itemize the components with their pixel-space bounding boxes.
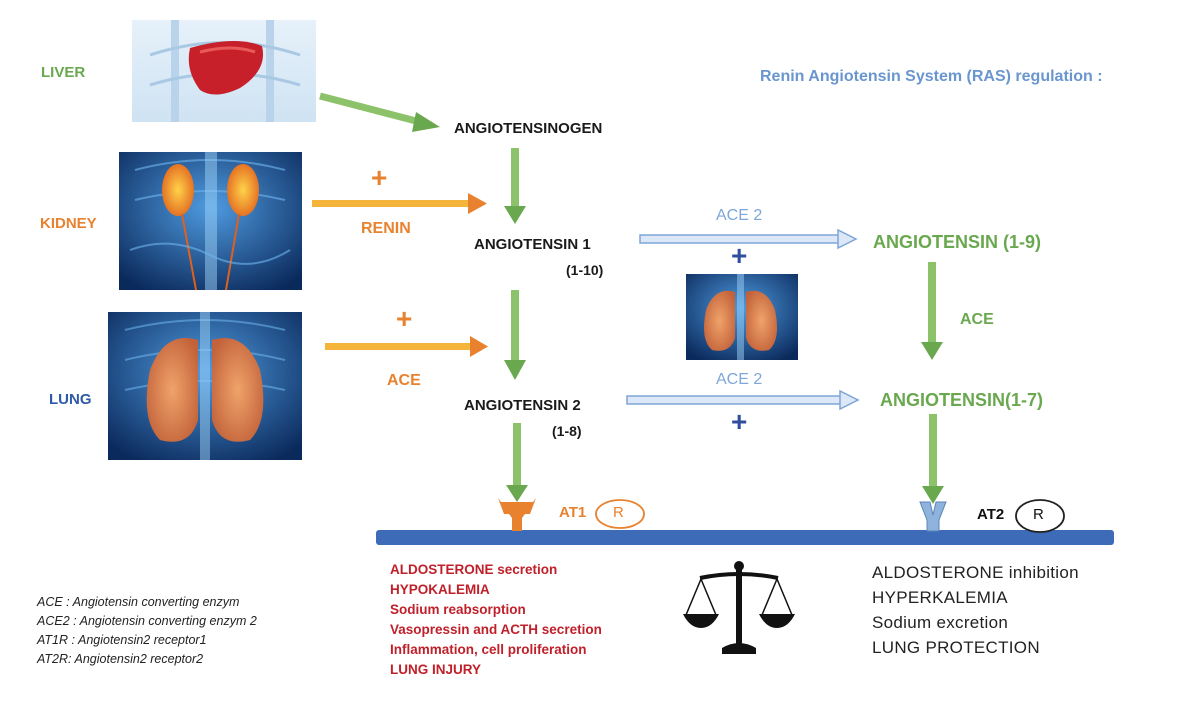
at1-effect-item: Inflammation, cell proliferation (390, 642, 587, 657)
at1-effect-item: LUNG INJURY (390, 662, 482, 677)
ace2-bottom-label: ACE 2 (716, 371, 763, 388)
arrow-ang1-to-ang2 (504, 290, 526, 380)
renin-plus: + (371, 162, 388, 193)
at1-effect-item: ALDOSTERONE secretion (390, 562, 558, 577)
renin-label: RENIN (361, 220, 411, 237)
at1-effect-item: Sodium reabsorption (390, 602, 526, 617)
liver-label: LIVER (41, 64, 86, 81)
lung-label: LUNG (49, 391, 92, 408)
angiotensinogen-label: ANGIOTENSINOGEN (454, 120, 603, 137)
at2-effect-item: Sodium excretion (872, 613, 1009, 632)
at1-effects-list: ALDOSTERONE secretion HYPOKALEMIA Sodium… (390, 560, 602, 680)
at2-receptor-icon (919, 501, 947, 532)
arrow-ace2-bottom (626, 389, 860, 411)
arrow-liver-to-angiotensinogen (319, 92, 440, 132)
legend-item: ACE : Angiotensin converting enzym (37, 595, 240, 609)
angiotensin1-label: ANGIOTENSIN 1 (474, 236, 591, 253)
angiotensin-1-9-label: ANGIOTENSIN (1-9) (873, 232, 1042, 252)
liver-image (132, 20, 316, 122)
ace2-bottom-plus: + (731, 406, 748, 437)
angiotensin2-sub: (1-8) (552, 423, 582, 439)
at1-label: AT1 (559, 504, 587, 521)
at2-effects-list: ALDOSTERONE inhibition HYPERKALEMIA Sodi… (872, 560, 1079, 660)
at1-effect-item: HYPOKALEMIA (390, 582, 490, 597)
at2-label: AT2 (977, 506, 1005, 523)
at2-effect-item: ALDOSTERONE inhibition (872, 563, 1079, 582)
at2-r-label: R (1033, 506, 1044, 523)
legend-item: AT1R : Angiotensin2 receptor1 (37, 633, 207, 647)
arrow-renin (312, 193, 487, 214)
at1-receptor-icon (498, 498, 536, 531)
ace2-top-label: ACE 2 (716, 207, 763, 224)
angiotensin-1-7-label: ANGIOTENSIN(1-7) (880, 390, 1044, 410)
at2-effect-item: HYPERKALEMIA (872, 588, 1008, 607)
lung-small-image (686, 274, 798, 360)
ace-left-label: ACE (387, 372, 421, 389)
ace-right-label: ACE (960, 311, 994, 328)
arrow-ace2-top (639, 228, 858, 250)
at1-r-oval (595, 499, 645, 529)
arrow-ang17-to-at2 (922, 414, 944, 504)
angiotensin1-sub: (1-10) (566, 262, 604, 278)
arrow-ang19-to-ang17 (921, 262, 943, 360)
ace-left-plus: + (396, 303, 413, 334)
legend-item: ACE2 : Angiotensin converting enzym 2 (37, 614, 257, 628)
arrow-angiotensinogen-to-ang1 (504, 148, 526, 224)
balance-scale-icon (683, 561, 795, 654)
cell-membrane (376, 530, 1114, 545)
kidney-image (119, 152, 302, 291)
kidney-label: KIDNEY (40, 215, 97, 232)
at1-r-label: R (613, 504, 624, 521)
at1-effect-item: Vasopressin and ACTH secretion (390, 622, 602, 637)
arrow-ace-left (325, 336, 488, 357)
lung-image (108, 312, 302, 460)
at2-effect-item: LUNG PROTECTION (872, 638, 1040, 657)
legend-item: AT2R: Angiotensin2 receptor2 (37, 652, 204, 666)
ace2-top-plus: + (731, 240, 748, 271)
arrow-ang2-to-at1 (506, 423, 528, 502)
angiotensin2-label: ANGIOTENSIN 2 (464, 397, 581, 414)
at2-r-oval (1015, 499, 1065, 533)
diagram-title: Renin Angiotensin System (RAS) regulatio… (760, 68, 1103, 85)
abbreviation-legend: ACE : Angiotensin converting enzym ACE2 … (37, 593, 257, 669)
